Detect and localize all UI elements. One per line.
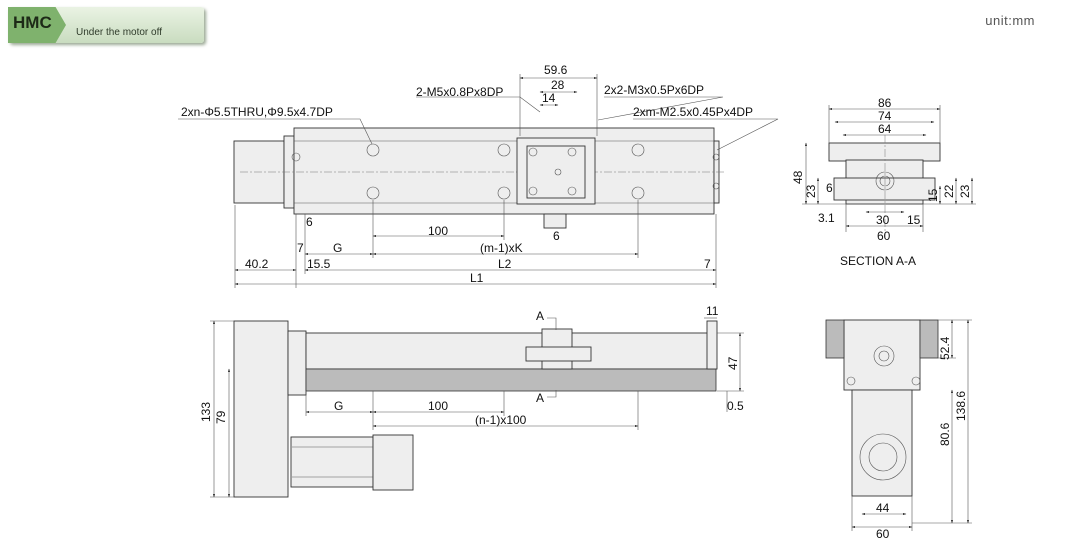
callout-m25: 2xm-M2.5x0.45Px4DP (633, 105, 753, 119)
dim-g-top: G (333, 241, 342, 255)
dim-59-6: 59.6 (544, 63, 568, 77)
slider-top (526, 145, 586, 199)
side-rail-bottom (305, 368, 717, 392)
section-base (833, 177, 936, 201)
dim-47: 47 (726, 356, 740, 370)
model-subtitle: Under the motor off (76, 27, 162, 38)
section-view (802, 105, 976, 238)
dim-79: 79 (214, 410, 228, 424)
side-rail-top (305, 332, 717, 370)
end-right-block (919, 319, 939, 359)
dim-28: 28 (551, 78, 565, 92)
dim-22: 22 (942, 184, 956, 198)
dim-6-bottom: 6 (553, 229, 560, 243)
dim-48: 48 (791, 170, 805, 184)
dim-l2: L2 (498, 257, 512, 271)
top-view (178, 74, 779, 288)
side-end-cap (706, 320, 718, 370)
dim-80-6: 80.6 (938, 422, 952, 446)
dim-l1: L1 (470, 271, 484, 285)
dim-7-right: 7 (704, 257, 711, 271)
end-view (825, 319, 972, 531)
side-flange (287, 330, 307, 396)
header-tag (8, 7, 66, 43)
mount-holes (291, 143, 720, 200)
dim-60-section: 60 (877, 229, 891, 243)
dim-15-5: 15.5 (307, 257, 331, 271)
dim-11: 11 (706, 304, 719, 318)
dim-6-left: 6 (306, 215, 313, 229)
callout-thru: 2xn-Φ5.5THRU,Φ9.5x4.7DP (181, 105, 333, 119)
section-marker-top: A (536, 309, 544, 323)
dim-23-right: 23 (958, 184, 972, 198)
dim-44: 44 (876, 501, 890, 515)
end-left-block (825, 319, 845, 359)
dim-60-end: 60 (876, 527, 890, 541)
section-marker-bottom: A (536, 391, 544, 405)
dim-15-bottom: 15 (907, 213, 921, 227)
callout-m3: 2x2-M3x0.5Px6DP (604, 83, 704, 97)
rail-body (293, 127, 715, 215)
dim-7-left: 7 (297, 241, 304, 255)
dim-74: 74 (878, 109, 892, 123)
dim-30: 30 (876, 213, 890, 227)
side-slider-base (525, 346, 592, 362)
dim-40-2: 40.2 (245, 257, 269, 271)
side-motor-cap (372, 434, 414, 491)
dim-100-side: 100 (428, 399, 448, 413)
dim-64: 64 (878, 122, 892, 136)
model-code: HMC (13, 13, 52, 32)
end-top-block (843, 319, 921, 391)
dim-6-section: 6 (826, 181, 833, 195)
side-motor-housing (233, 320, 289, 498)
section-top (828, 142, 941, 162)
dim-0-5: 0.5 (727, 399, 744, 413)
dim-133: 133 (199, 402, 213, 422)
side-view (210, 317, 744, 498)
dim-86: 86 (878, 96, 892, 110)
dim-3-1: 3.1 (818, 211, 835, 225)
dim-15-right: 15 (926, 188, 940, 202)
section-caption: SECTION A-A (840, 254, 916, 268)
dim-100-top: 100 (428, 224, 448, 238)
dim-m-k: (m-1)xK (480, 241, 523, 255)
unit-label: unit:mm (985, 13, 1035, 28)
dim-g-side: G (334, 399, 343, 413)
dim-52-4: 52.4 (938, 336, 952, 360)
bottom-tab (543, 213, 567, 229)
dim-n-100: (n-1)x100 (475, 413, 527, 427)
dim-14: 14 (542, 91, 556, 105)
model-header: HMC Under the motor off (8, 7, 204, 45)
callout-m5: 2-M5x0.8Px8DP (416, 85, 503, 99)
dim-138-6: 138.6 (954, 391, 968, 421)
dim-23-left: 23 (804, 184, 818, 198)
side-motor (290, 436, 374, 488)
